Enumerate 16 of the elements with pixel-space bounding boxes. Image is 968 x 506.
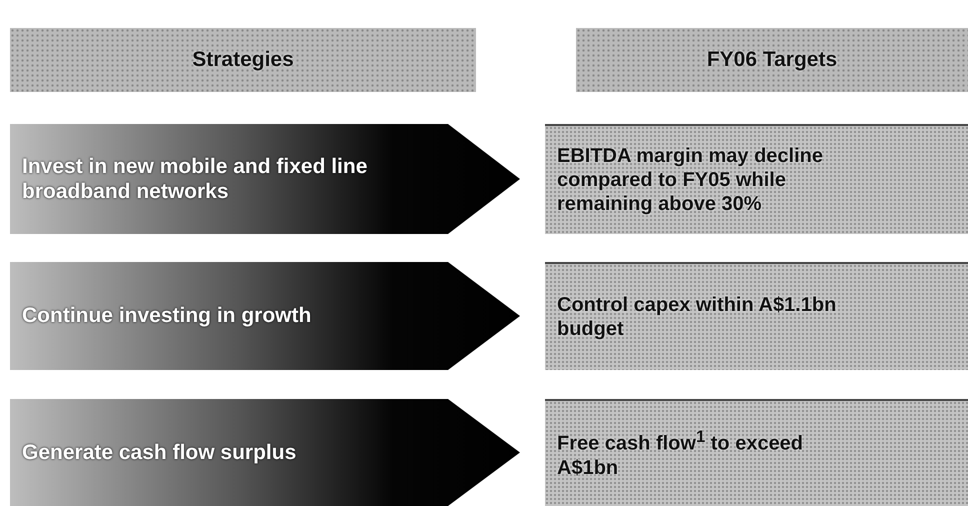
strategy-text: Continue investing in growth bbox=[22, 303, 312, 329]
column-heading: Strategies bbox=[192, 48, 294, 72]
strategy-text: Invest in new mobile and fixed line broadband networks bbox=[22, 154, 368, 204]
target-text: EBITDA margin may decline compared to FY05 while remaining above 30% bbox=[557, 144, 824, 216]
target-text: Control capex within A$1.1bn budget bbox=[557, 293, 838, 341]
target-box bbox=[545, 124, 968, 234]
column-header-box bbox=[576, 28, 968, 92]
arrow-shape bbox=[10, 399, 520, 506]
column-heading: FY06 Targets bbox=[706, 48, 838, 72]
target-box bbox=[545, 399, 968, 506]
column-header-box bbox=[10, 28, 476, 92]
target-text: Free cash flow$^{1}$ to exceed A$1bn bbox=[557, 427, 804, 480]
arrow-shape bbox=[10, 262, 520, 370]
target-box bbox=[545, 262, 968, 370]
strategy-text: Generate cash flow surplus bbox=[22, 440, 296, 466]
arrow-shape bbox=[10, 124, 520, 234]
